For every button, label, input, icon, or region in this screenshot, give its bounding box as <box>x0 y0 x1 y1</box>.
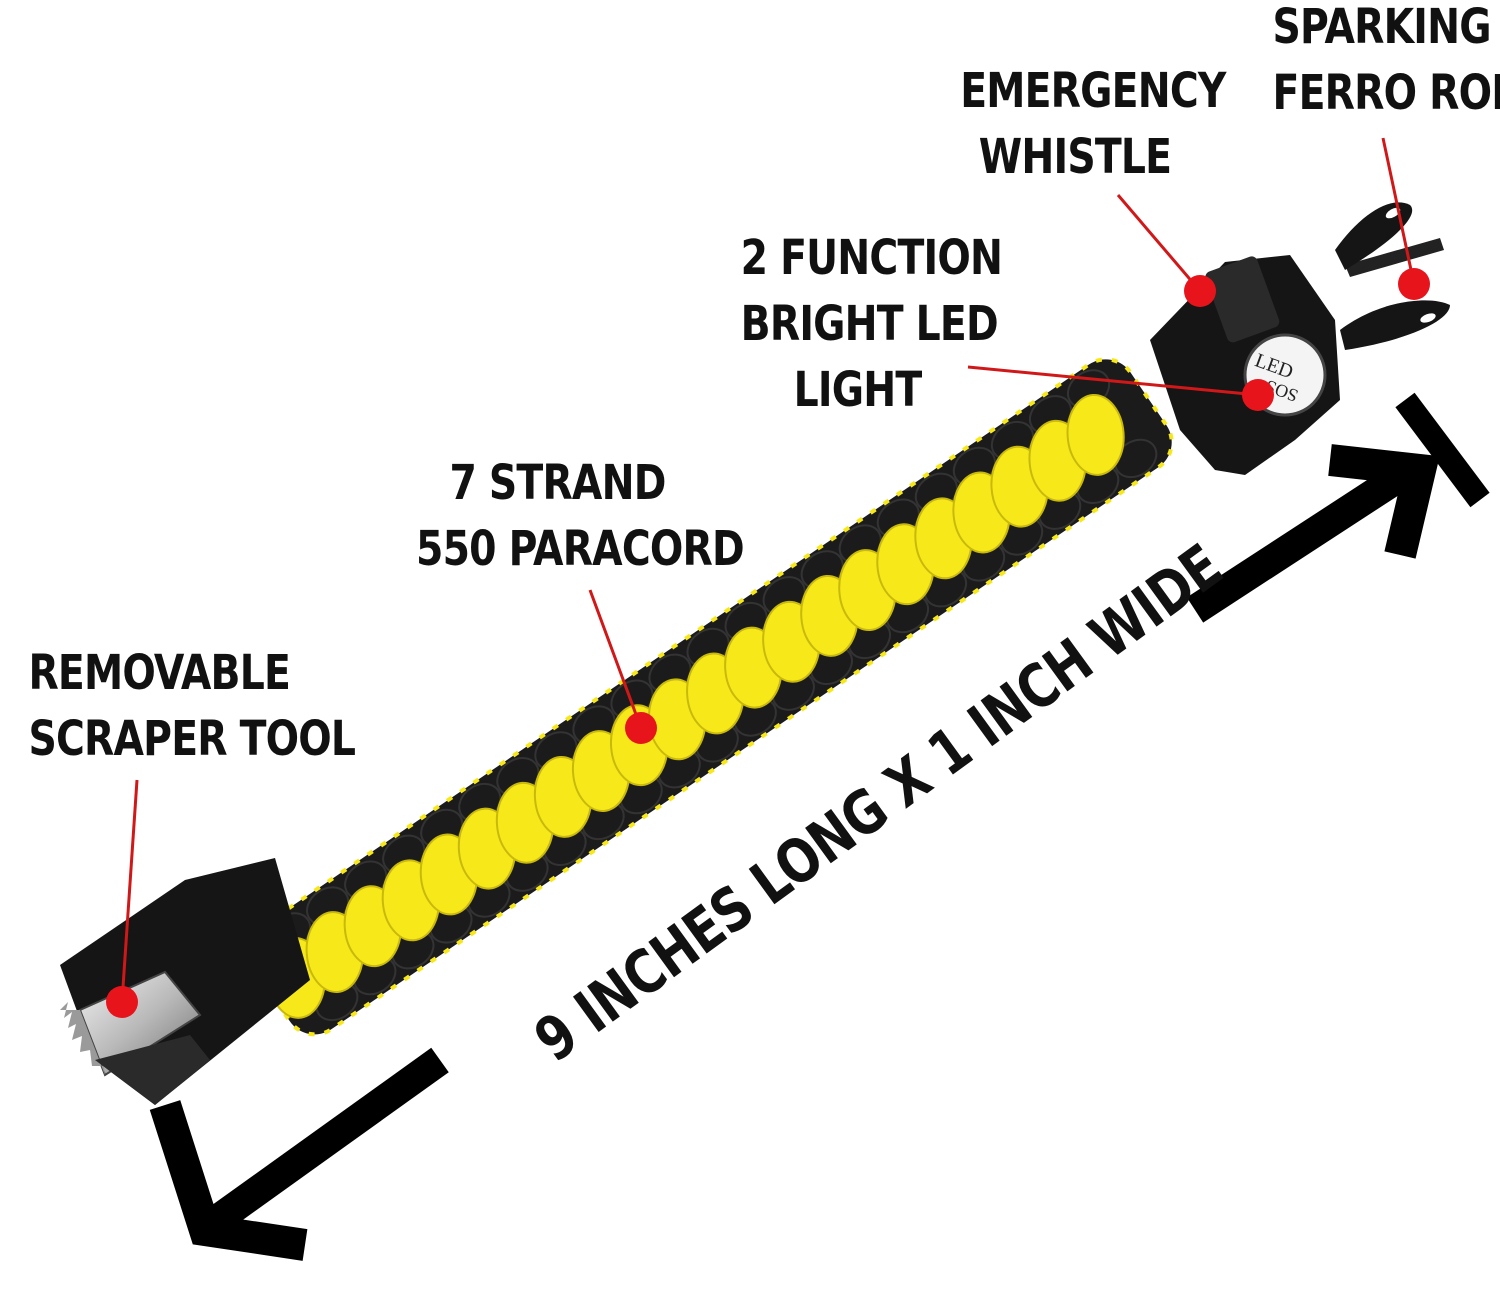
arrow-end-bar-top <box>1395 392 1490 508</box>
callout-led-line-2: BRIGHT LED <box>740 296 999 352</box>
callout-scraper-tool: REMOVABLE SCRAPER TOOL <box>28 640 356 772</box>
paracord-knot-row <box>267 369 1158 1022</box>
marker-scraper <box>106 986 138 1018</box>
scraper-buckle-edge <box>95 1035 210 1105</box>
marker-ferro <box>1398 268 1430 300</box>
paracord-black-knot <box>1114 438 1158 479</box>
scraper-buckle <box>60 858 310 1105</box>
callout-leaders <box>120 137 1416 1003</box>
scraper-teeth <box>60 1002 105 1075</box>
arrow-shaft-bottom <box>201 1047 449 1238</box>
callout-ferro-line-2: FERRO ROD <box>1272 65 1500 121</box>
callout-led-line-1: 2 FUNCTION <box>740 230 1003 286</box>
paracord-bracelet <box>246 357 1174 1037</box>
callout-whistle-line-2: WHISTLE <box>978 129 1172 185</box>
leader-ferro <box>1381 137 1416 285</box>
paracord-yellow-loop <box>1066 393 1125 476</box>
buckle-prong-top <box>1335 202 1413 270</box>
dimension-arrow-top <box>1186 392 1490 623</box>
arrow-shaft-top <box>1186 457 1419 623</box>
callout-whistle: EMERGENCY WHISTLE <box>960 58 1226 190</box>
callout-paracord: 7 STRAND 550 PARACORD <box>416 450 745 582</box>
marker-paracord <box>625 712 657 744</box>
buckle-prong-bottom <box>1340 300 1450 350</box>
callout-markers <box>106 268 1430 1018</box>
leader-whistle <box>1116 194 1202 292</box>
marker-whistle <box>1184 275 1216 307</box>
callout-scraper-line-2: SCRAPER TOOL <box>28 711 356 767</box>
prong-hole-top <box>1385 207 1401 219</box>
callout-ferro-line-1: SPARKING <box>1272 0 1492 55</box>
arrow-head-top <box>1328 444 1440 559</box>
marker-led <box>1242 379 1274 411</box>
callout-led-line-3: LIGHT <box>793 362 923 418</box>
ferro-rod-icon <box>1345 238 1444 277</box>
paracord-yellow-edge <box>246 357 1174 1037</box>
callout-scraper-line-1: REMOVABLE <box>28 645 291 701</box>
leader-led <box>967 365 1259 397</box>
callout-paracord-line-1: 7 STRAND <box>449 455 666 511</box>
leader-paracord <box>588 589 643 729</box>
leader-scraper <box>120 779 139 1003</box>
prong-hole-bottom <box>1420 313 1436 323</box>
callout-ferro-rod: SPARKING FERRO ROD <box>1272 0 1500 126</box>
callout-whistle-line-1: EMERGENCY <box>960 63 1226 119</box>
dimension-arrow-bottom <box>149 1047 449 1261</box>
callout-led-light: 2 FUNCTION BRIGHT LED LIGHT <box>740 225 1003 423</box>
callout-paracord-line-2: 550 PARACORD <box>416 521 745 577</box>
arrow-head-bottom <box>149 1100 308 1261</box>
whistle-slot <box>1205 256 1280 343</box>
